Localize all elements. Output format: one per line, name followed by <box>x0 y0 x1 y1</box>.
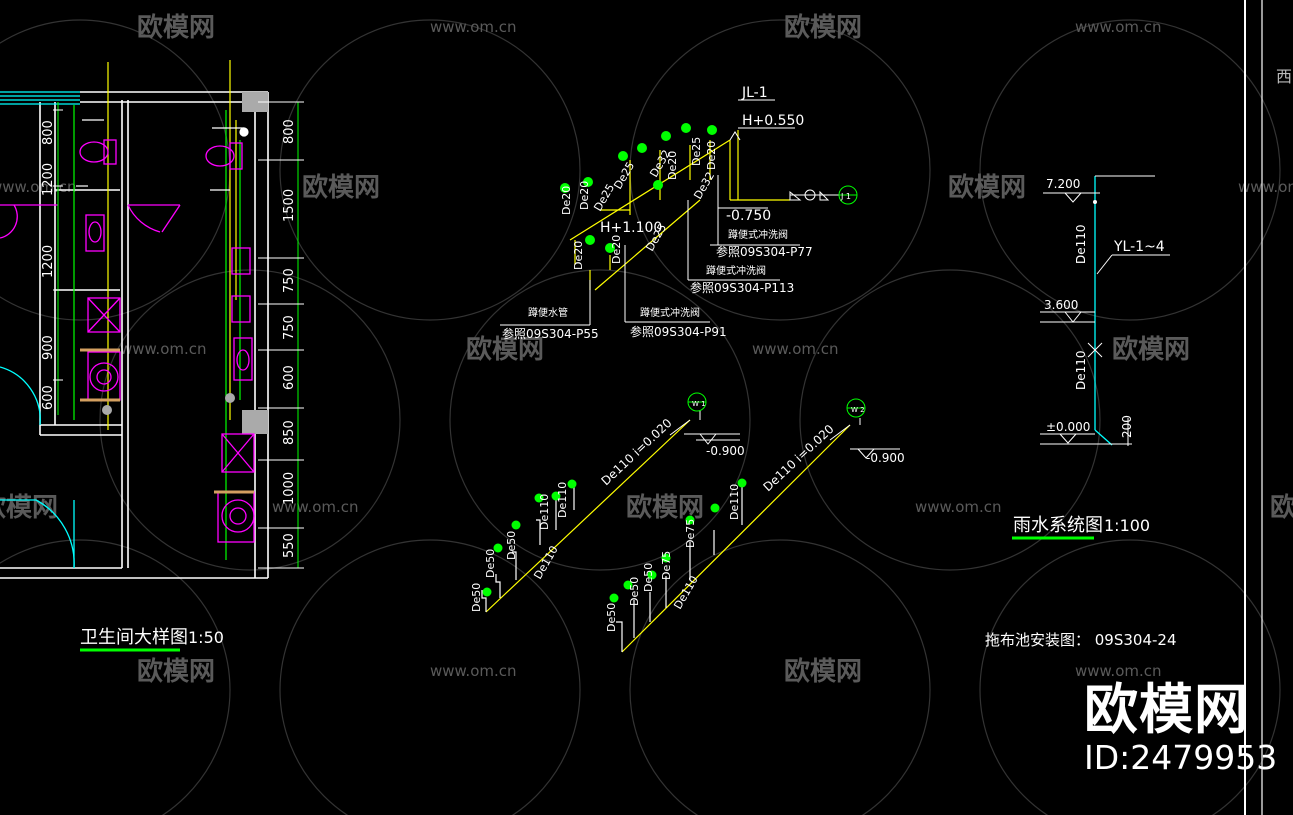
drain-pipe-label: De50 <box>505 531 518 560</box>
mop-note: 拖布池安装图： 09S304-24 <box>985 631 1177 649</box>
dim-label: 750 <box>282 315 297 340</box>
watermark-id: ID:2479953 <box>1084 738 1278 777</box>
note-ref: 参照09S304-P91 <box>630 324 727 339</box>
pipe-label: De20 <box>578 181 591 210</box>
riser-label: JL-1 <box>741 85 768 101</box>
elevation-bottom: -0.750 <box>726 208 771 224</box>
pipe-label: De20 <box>560 186 573 215</box>
elevation-top: H+0.550 <box>742 113 804 129</box>
watermark-url: www.om.cn <box>0 178 77 196</box>
watermark-url: www.om.cn <box>1075 18 1162 36</box>
watermark-brand: 欧模网 <box>784 656 862 687</box>
drain-pipe-label: De75 <box>660 551 673 580</box>
drain-elevation: -0.900 <box>706 444 745 458</box>
drain-w1-label: W 1 <box>692 400 706 408</box>
note-ref: 参照09S304-P77 <box>716 244 813 259</box>
pipe-label: De25 <box>690 137 703 166</box>
watermark-brand: 欧模网 <box>137 656 215 687</box>
watermark-brand: 欧模网 <box>1270 492 1293 523</box>
watermark-logo: 欧模网 <box>1084 678 1249 741</box>
drawing-frame <box>1244 0 1263 815</box>
bathroom-plan-scale: 1:50 <box>188 628 224 647</box>
watermark-brand: 欧模网 <box>466 334 544 365</box>
rain-diagram: 7.200 3.600 ±0.000 YL-1~4 De110 De110 20… <box>1012 175 1170 540</box>
rain-pipe-label: De110 <box>1074 350 1088 390</box>
dim-label: 600 <box>41 385 56 410</box>
watermark-url: www.om.cn <box>1238 178 1293 196</box>
drain-pipe-label: De50 <box>470 583 483 612</box>
dim-label: 750 <box>282 268 297 293</box>
pipe-label: De20 <box>572 241 585 270</box>
watermark-url: www.om.cn <box>120 340 207 358</box>
dim-label: 600 <box>282 365 297 390</box>
watermark-brand: 欧模网 <box>948 172 1026 203</box>
watermark-brand: 欧模网 <box>1112 334 1190 365</box>
rain-dim-label: 200 <box>1120 415 1134 438</box>
drain-diagram: W 1 W 2 De110 i=0.020 De110 i=0.020 -0.9… <box>470 392 905 653</box>
drain-main-label: De110 i=0.020 <box>598 416 674 488</box>
rain-scale: 1:100 <box>1104 516 1150 535</box>
dim-label: 800 <box>282 119 297 144</box>
watermark-url: www.om.cn <box>1075 662 1162 680</box>
watermark-brand: 欧模网 <box>137 12 215 43</box>
dim-label: 850 <box>282 420 297 445</box>
note-title: 蹲便式冲洗阀 <box>706 264 766 277</box>
watermark-url: www.om.cn <box>272 498 359 516</box>
drain-pipe-label: De50 <box>642 563 655 592</box>
rain-riser-label: YL-1~4 <box>1113 239 1165 255</box>
pipe-label: De20 <box>610 235 623 264</box>
watermark-circles <box>0 19 1281 815</box>
watermark-texts: 欧模网 www.om.cn 欧模网 www.om.cn www.om.cn 欧模… <box>0 12 1293 687</box>
supply-circle-label: J 1 <box>840 192 851 201</box>
note-title: 蹲便式冲洗阀 <box>640 306 700 319</box>
watermark-url: www.om.cn <box>430 18 517 36</box>
drain-pipe-label: De110 <box>531 544 560 582</box>
rain-pipe-label: De110 <box>1074 224 1088 264</box>
dim-label: 900 <box>41 335 56 360</box>
elevation-mid: H+1.100 <box>600 220 662 236</box>
dim-label: 1500 <box>282 189 297 222</box>
note-title: 蹲便式冲洗阀 <box>728 228 788 241</box>
dim-label: 1000 <box>282 472 297 505</box>
bathroom-plan: 800 1200 1200 900 600 800 1500 750 750 6… <box>0 60 304 652</box>
drain-pipe-label: De50 <box>628 577 641 606</box>
watermark-url: www.om.cn <box>430 662 517 680</box>
supply-diagram: De20 De20 De25 De25 De32 De20 De25 De20 … <box>500 85 858 341</box>
drain-pipe-label: De110 <box>728 484 741 520</box>
drain-pipe-label: De75 <box>684 519 697 548</box>
bathroom-plan-title: 卫生间大样图 <box>80 627 188 648</box>
watermark-url: www.om.cn <box>915 498 1002 516</box>
drain-pipe-label: De50 <box>605 603 618 632</box>
rain-elev-bottom: ±0.000 <box>1046 420 1090 434</box>
drain-elevation: -0.900 <box>866 451 905 465</box>
drain-main-label: De110 i=0.020 <box>760 422 836 494</box>
rain-elev-top: 7.200 <box>1046 177 1080 191</box>
dim-label: 1200 <box>41 163 56 196</box>
pipe-label: De32 <box>691 170 717 202</box>
dim-label: 800 <box>41 120 56 145</box>
pipe-label: De25 <box>611 160 637 192</box>
pipe-label: De20 <box>705 141 718 170</box>
watermark-stamp: 欧模网 ID:2479953 <box>1084 680 1277 776</box>
note-title: 蹲便水管 <box>528 306 568 319</box>
drain-pipe-label: De50 <box>484 549 497 578</box>
drain-pipe-label: De110 <box>556 482 569 518</box>
edge-char: 西 <box>1276 67 1292 86</box>
pipe-label: De20 <box>666 151 679 180</box>
watermark-brand: 欧模网 <box>0 492 58 523</box>
dim-label: 550 <box>282 533 297 558</box>
watermark-brand: 欧模网 <box>302 172 380 203</box>
drain-pipe-label: De110 <box>538 494 551 530</box>
drain-pipe-label: De110 <box>671 574 700 612</box>
rain-title: 雨水系统图 <box>1013 515 1103 536</box>
note-ref: 参照09S304-P55 <box>502 326 599 341</box>
drain-w2-label: W 2 <box>851 406 865 414</box>
watermark-brand: 欧模网 <box>784 12 862 43</box>
note-ref: 参照09S304-P113 <box>690 280 794 295</box>
dim-label: 1200 <box>41 245 56 278</box>
watermark-url: www.om.cn <box>752 340 839 358</box>
rain-elev-mid: 3.600 <box>1044 298 1078 312</box>
